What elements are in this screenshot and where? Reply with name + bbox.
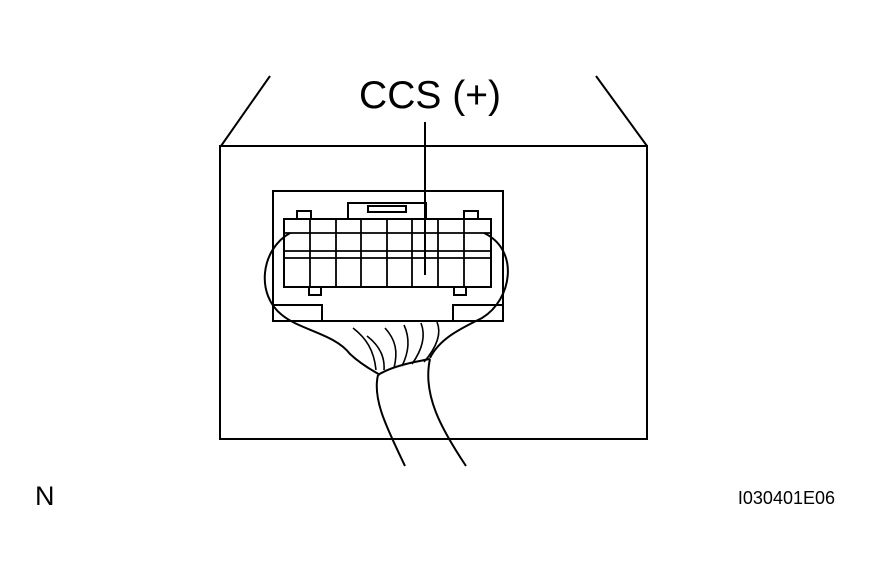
wire-strands <box>353 322 439 370</box>
corner-key-bottom-left <box>309 287 321 295</box>
corner-key-bottom-right <box>454 287 466 295</box>
terminal-grid <box>284 219 491 287</box>
perspective-line-right <box>596 76 647 146</box>
view-code-label: N <box>35 481 55 511</box>
component-panel <box>220 146 647 439</box>
terminal-callout-label: CCS (+) <box>359 74 501 117</box>
wire-bundle-boot-left <box>265 233 380 375</box>
connector-housing-frame <box>273 191 503 321</box>
perspective-line-left <box>221 76 270 146</box>
corner-key-top-left <box>297 211 311 219</box>
connector-foot-left <box>273 305 322 321</box>
wire-bundle-boot-right <box>430 233 508 358</box>
harness-cable <box>377 359 466 466</box>
corner-key-top-right <box>464 211 478 219</box>
figure-id-label: I030401E06 <box>737 488 835 508</box>
locking-tab-slot <box>368 206 406 212</box>
